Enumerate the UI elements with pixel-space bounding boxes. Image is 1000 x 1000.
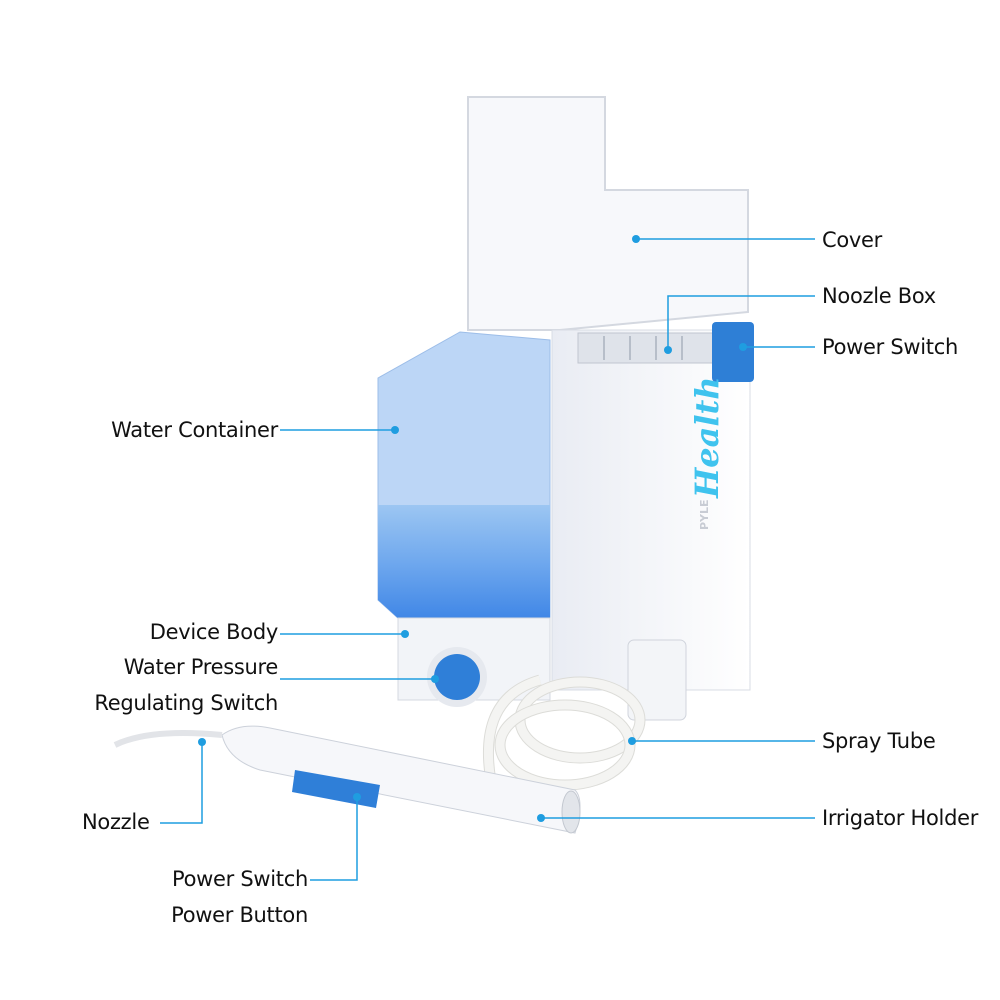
label-noozle-box: Noozle Box	[822, 284, 936, 308]
label-pressure-line1: Water Pressure	[123, 655, 279, 679]
label-spray-tube: Spray Tube	[822, 729, 936, 753]
callout-dots	[198, 235, 747, 822]
label-cover: Cover	[822, 228, 882, 252]
noozle-box	[577, 332, 714, 364]
label-nozzle: Nozzle	[82, 810, 150, 834]
brand-large: Health	[688, 376, 726, 499]
label-power-switch-top: Power Switch	[822, 335, 958, 359]
label-irrigator-holder: Irrigator Holder	[822, 806, 979, 830]
label-pressure-line2: Regulating Switch	[94, 691, 278, 715]
tube-holder	[627, 639, 687, 721]
brand-small: PYLE	[698, 499, 711, 530]
device-body	[551, 329, 751, 691]
leader-lines	[160, 238, 815, 881]
label-water-container: Water Container	[111, 418, 278, 442]
label-device-body: Device Body	[149, 620, 279, 644]
label-power-switch-handle: Power Switch	[172, 867, 308, 891]
power-switch-top	[712, 322, 754, 382]
nozzle-tip	[113, 729, 223, 748]
label-power-button: Power Button	[171, 903, 308, 927]
cover	[467, 96, 749, 331]
